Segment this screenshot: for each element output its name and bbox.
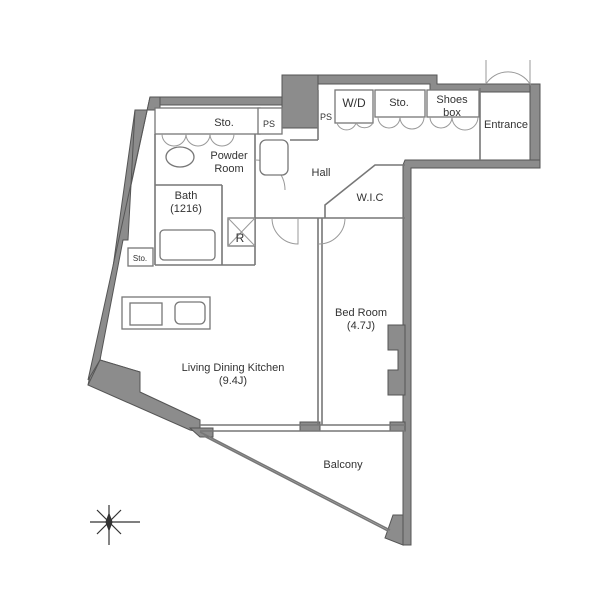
powder-room-line2: Room [214, 163, 244, 175]
room-label-bath: Bath (1216) [170, 190, 202, 216]
sink [174, 301, 206, 325]
powder-room-line1: Powder [210, 150, 248, 162]
ldk-line1: Living Dining Kitchen [181, 362, 285, 374]
shoes-box-line2: box [443, 107, 461, 119]
room-label-powder-room: Powder Room [210, 150, 247, 176]
bath-line1: Bath [174, 190, 198, 202]
washbasin [259, 139, 289, 176]
bath-size: (1216) [170, 203, 202, 215]
room-label-entrance: Entrance [483, 119, 529, 131]
balcony-railing [199, 424, 405, 532]
room-label-washer-dryer: W/D [342, 96, 366, 110]
room-label-storage: Sto. [214, 117, 234, 129]
stove [129, 302, 163, 326]
room-label-ps: PS [262, 119, 276, 129]
shoes-box-line1: Shoes [436, 94, 468, 106]
fixtures [129, 139, 289, 326]
bed-room-size: (4.7J) [346, 320, 376, 332]
room-label-bed-room: Bed Room (4.7J) [335, 307, 387, 333]
exterior-walls [87, 74, 541, 546]
room-label-wic: W.I.C [356, 192, 384, 204]
compass-icon [90, 505, 140, 545]
room-label-ps-hall: PS [319, 112, 333, 122]
room-label-ldk: Living Dining Kitchen (9.4J) [182, 362, 285, 388]
bathtub [159, 229, 216, 261]
room-label-balcony: Balcony [323, 459, 363, 471]
room-label-refrigerator: R [235, 231, 245, 245]
ldk-size: (9.4J) [218, 375, 248, 387]
toilet [165, 146, 195, 168]
room-label-storage-small: Sto. [132, 254, 148, 263]
room-label-hall: Hall [311, 167, 331, 179]
room-label-shoes-box: Shoes box [436, 94, 467, 120]
room-label-storage-hall: Sto. [389, 97, 409, 109]
bed-room-line1: Bed Room [335, 307, 387, 319]
